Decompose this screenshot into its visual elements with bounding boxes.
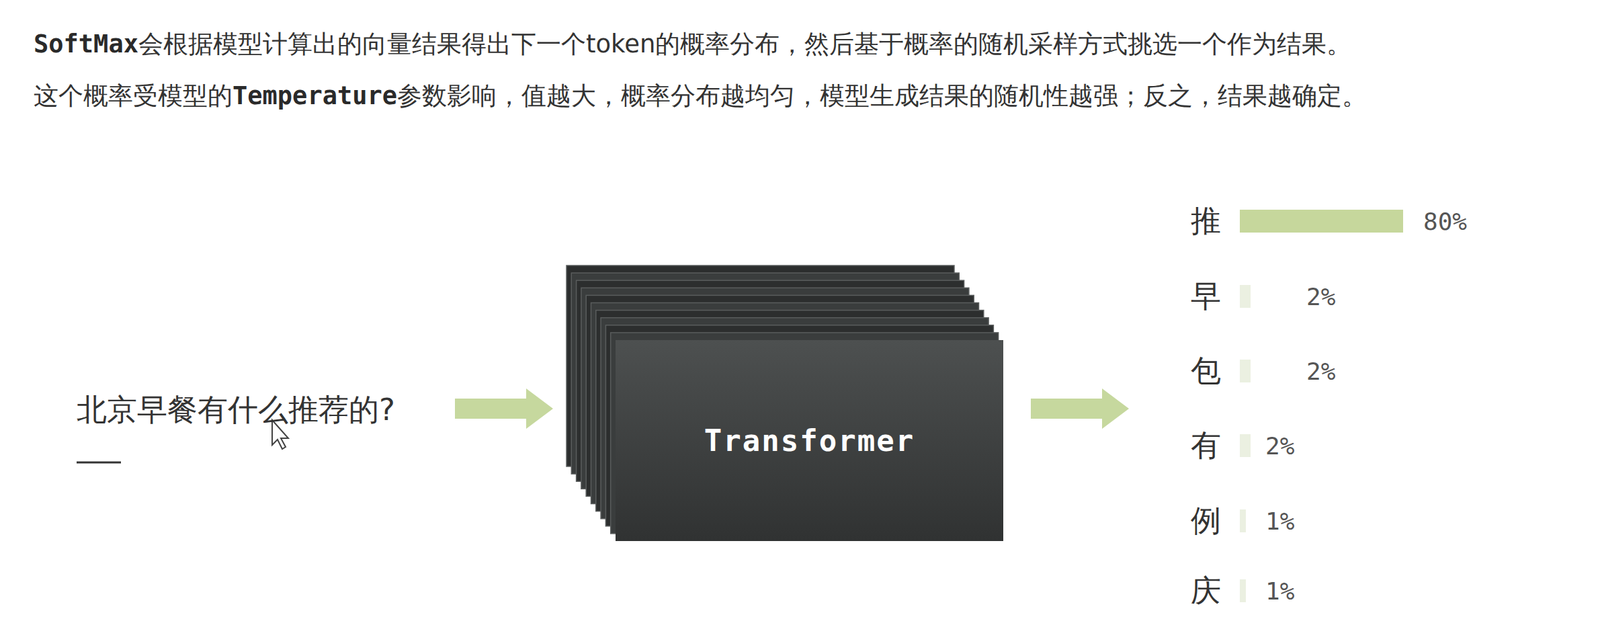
input-question: 北京早餐有什么推荐的?	[76, 389, 396, 431]
output-arrow	[1030, 388, 1129, 429]
token-char: 推	[1190, 200, 1221, 242]
probability: 1%	[1265, 507, 1295, 535]
token-char: 庆	[1190, 570, 1221, 611]
probability: 2%	[1265, 432, 1295, 460]
probability: 2%	[1306, 282, 1336, 311]
intro-text: Temperature	[232, 81, 398, 111]
prob-bar	[1239, 579, 1246, 603]
intro-text: 参数影响，值越大，概率分布越均匀，模型生成结果的随机性越强；反之，结果越确定。	[397, 81, 1367, 111]
prob-bar	[1239, 509, 1246, 533]
token-char: 包	[1190, 350, 1221, 392]
probability: 80%	[1423, 207, 1467, 236]
intro-text: SoftMax	[33, 29, 139, 59]
token-char: 有	[1190, 425, 1221, 466]
prob-bar	[1239, 284, 1251, 308]
model-name: Transformer	[704, 423, 915, 458]
model-box: Transformer	[615, 340, 1004, 541]
prob-bar	[1239, 434, 1251, 457]
front-face	[615, 340, 1004, 541]
token-char: 早	[1190, 276, 1221, 317]
token-char: 例	[1190, 500, 1221, 541]
transformer-stack	[566, 265, 1004, 541]
prob-bar	[1239, 209, 1404, 233]
probability: 1%	[1265, 577, 1295, 605]
intro-line: SoftMax会根据模型计算出的向量结果得出下一个token的概率分布，然后基于…	[33, 29, 1352, 60]
prob-bar	[1239, 359, 1251, 383]
intro-line: 这个概率受模型的Temperature参数影响，值越大，概率分布越均匀，模型生成…	[33, 81, 1367, 111]
intro-text: 会根据模型计算出的向量结果得出下一个token的概率分布，然后基于概率的随机采样…	[138, 29, 1352, 59]
input-cursor	[76, 461, 121, 464]
input-arrow	[454, 388, 554, 429]
probability: 2%	[1306, 357, 1336, 386]
intro-text: 这个概率受模型的	[33, 81, 233, 111]
